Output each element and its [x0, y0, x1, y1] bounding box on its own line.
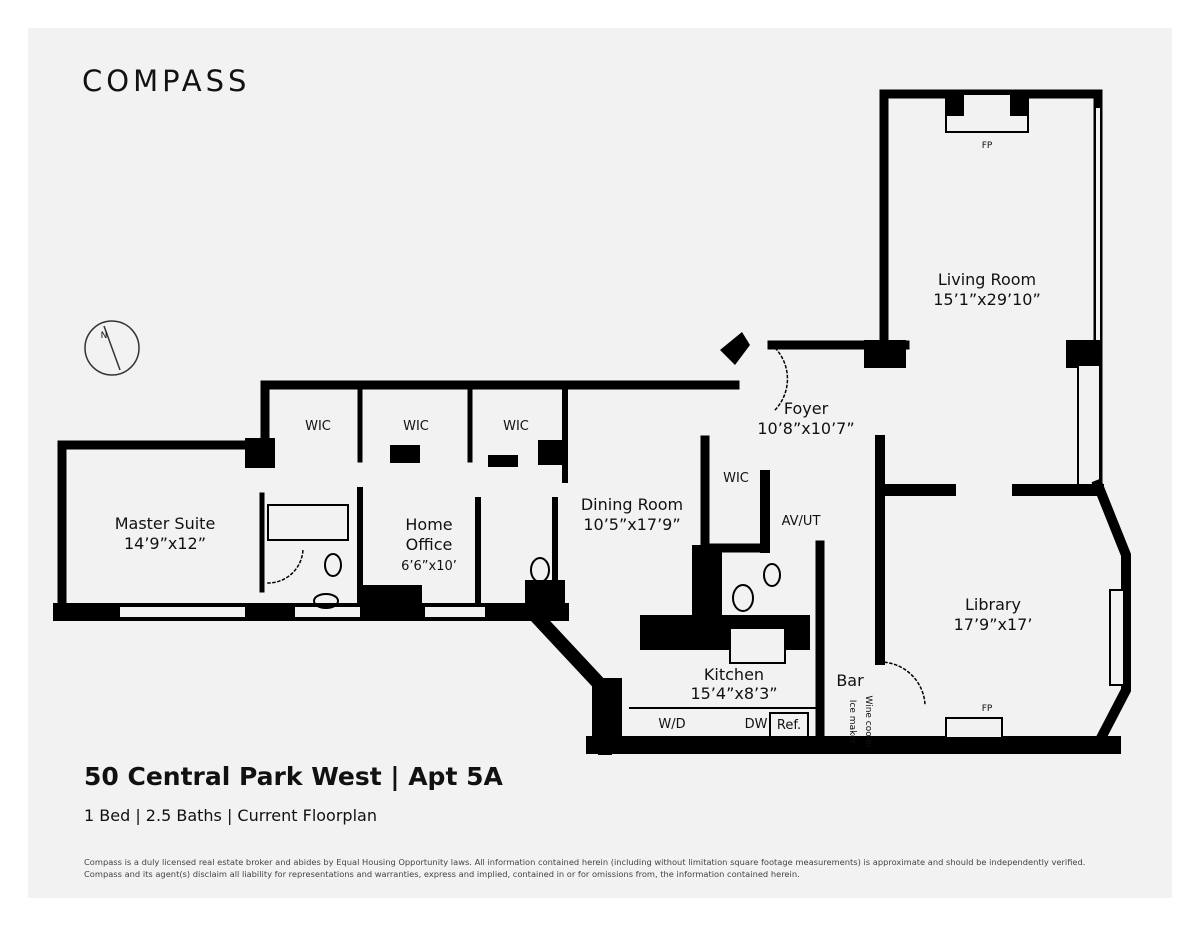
fireplace-label: FP: [982, 141, 993, 151]
home-office-name-1: Home: [405, 515, 452, 534]
fireplace-label-2: FP: [982, 704, 993, 714]
home-office-name-2: Office: [406, 535, 453, 554]
library-dims: 17’9”x17’: [954, 615, 1033, 634]
compass-logo: COMPASS: [82, 64, 251, 98]
walls: [53, 89, 1131, 755]
home-office-dims: 6’6”x10’: [401, 559, 457, 574]
sink: [313, 593, 339, 609]
wine-cooler-label: Wine cooler: [863, 695, 873, 748]
disclaimer-line-1: Compass is a duly licensed real estate b…: [84, 857, 1086, 867]
refrigerator-label: Ref.: [777, 718, 801, 733]
bar-name: Bar: [836, 671, 864, 690]
dining-room-dims: 10’5”x17’9”: [583, 515, 680, 534]
toilet: [530, 557, 550, 583]
kitchen-dims: 15’4”x8’3”: [690, 684, 777, 703]
entry-arrow-icon: [720, 332, 750, 365]
stove: [729, 627, 786, 664]
dishwasher-label: DW: [745, 717, 768, 732]
wic-label-3: WIC: [503, 419, 529, 434]
kitchen-name: Kitchen: [704, 665, 764, 684]
listing-title: 50 Central Park West | Apt 5A: [84, 762, 503, 791]
library-name: Library: [965, 595, 1021, 614]
wic-label-2: WIC: [403, 419, 429, 434]
disclaimer-line-2: Compass and its agent(s) disclaim all li…: [84, 869, 800, 879]
disclaimer: Compass is a duly licensed real estate b…: [84, 856, 1144, 880]
master-suite-name: Master Suite: [115, 514, 216, 533]
foyer-dims: 10’8”x10’7”: [757, 419, 854, 438]
master-suite-dims: 14’9”x12”: [124, 534, 206, 553]
ice-maker-label: Ice maker: [847, 700, 857, 745]
washer-dryer-label: W/D: [658, 717, 685, 732]
compass-north-label: N: [101, 331, 108, 341]
wic-label-1: WIC: [305, 419, 331, 434]
living-room-name: Living Room: [938, 270, 1036, 289]
bathtub: [267, 504, 349, 541]
compass-rose-icon: N: [84, 320, 140, 376]
wic-label-4: WIC: [723, 471, 749, 486]
av-ut-label: AV/UT: [782, 514, 821, 529]
living-room-dims: 15’1”x29’10”: [933, 290, 1040, 309]
dining-room-name: Dining Room: [581, 495, 683, 514]
foyer-name: Foyer: [784, 399, 829, 418]
listing-subtitle: 1 Bed | 2.5 Baths | Current Floorplan: [84, 806, 377, 825]
fireplace-library: [945, 717, 1003, 739]
